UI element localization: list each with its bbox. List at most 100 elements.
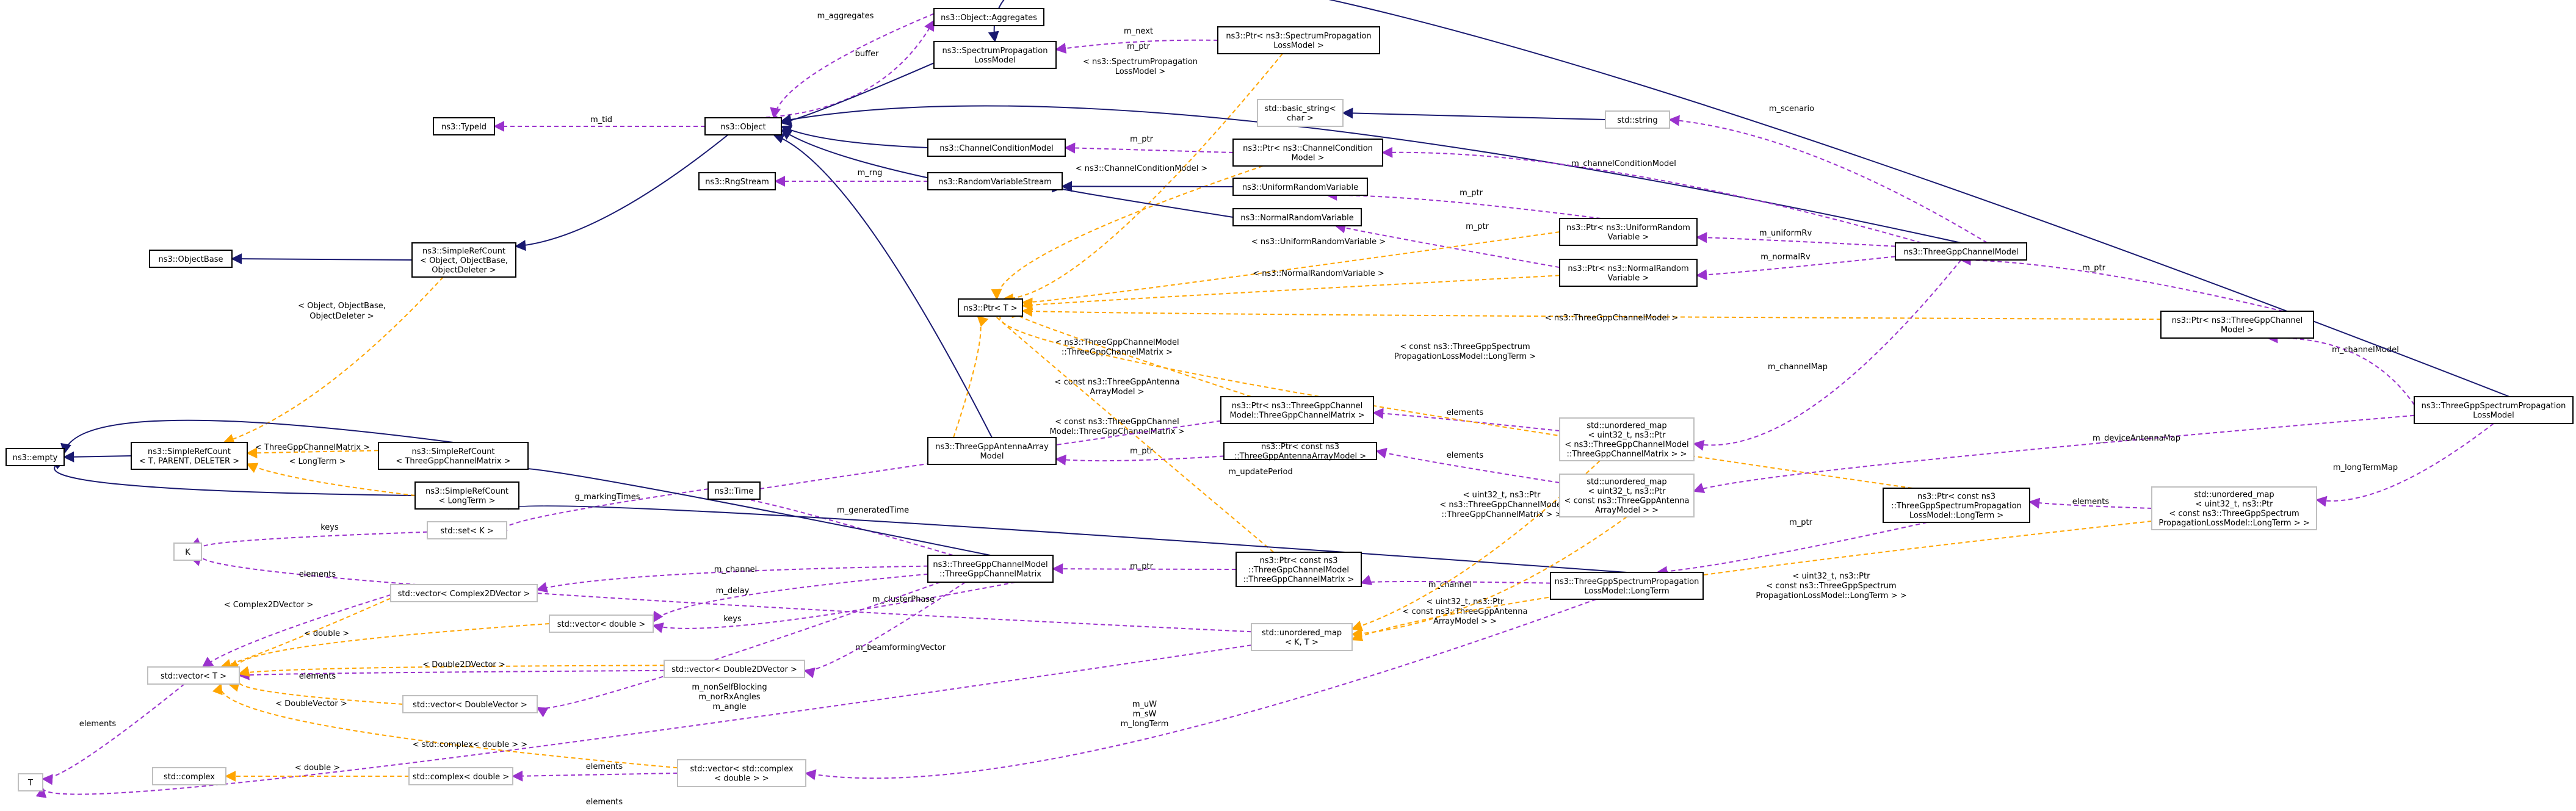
edge-src-empty: [63, 451, 132, 463]
node-stdstring[interactable]: std::string: [1605, 110, 1670, 129]
edge-label: elements: [1447, 408, 1484, 417]
node-label: std::vector< Complex2DVector >: [398, 589, 530, 599]
edge-label: m_ptr: [1130, 447, 1154, 456]
node-box: [927, 172, 1063, 190]
edge-channel2: [1360, 574, 1551, 585]
node-umap1[interactable]: std::unordered_map< uint32_t, ns3::Ptr< …: [1559, 417, 1695, 461]
edge-vT-elem1: [201, 594, 391, 668]
node-time[interactable]: ns3::Time: [707, 481, 761, 500]
node-ptrccm[interactable]: ns3::Ptr< ns3::ChannelConditionModel >: [1232, 139, 1383, 167]
node-stdcomplex[interactable]: std::complex: [152, 767, 226, 785]
node-label: std::unordered_map: [2194, 491, 2274, 500]
node-focus[interactable]: ns3::ThreeGppSpectrumPropagationLossMode…: [2414, 396, 2574, 424]
node-rngstream[interactable]: ns3::RngStream: [698, 172, 776, 190]
node-umap2[interactable]: std::unordered_map< uint32_t, ns3::Ptr< …: [1559, 474, 1695, 517]
node-basicstr[interactable]: std::basic_string<char >: [1257, 99, 1344, 127]
node-label: < uint32_t, ns3::Ptr: [1588, 431, 1666, 440]
edge-label: m_angle: [712, 702, 746, 712]
edge-srccm-empty: [60, 419, 454, 455]
node-label: std::set< K >: [440, 527, 493, 536]
node-ptrcm[interactable]: ns3::Ptr< ns3::ThreeGppChannelModel::Thr…: [1220, 396, 1374, 424]
edge-label: < const ns3::ThreeGppSpectrum: [1400, 342, 1530, 351]
edge-tpl-umapaam: [1351, 516, 1627, 640]
node-cplx[interactable]: std::complex< double >: [408, 767, 513, 785]
node-label: std::string: [1617, 116, 1657, 125]
node-label: ::ThreeGppChannelMatrix > >: [1567, 450, 1687, 459]
node-label: ns3::Time: [715, 487, 754, 496]
node-aggregates[interactable]: ns3::Object::Aggregates: [933, 8, 1044, 26]
node-nrv[interactable]: ns3::NormalRandomVariable: [1232, 208, 1362, 226]
node-srccm[interactable]: ns3::SimpleRefCount< ThreeGppChannelMatr…: [378, 442, 529, 470]
edge-label: m_next: [1124, 27, 1153, 36]
node-typeid[interactable]: ns3::TypeId: [433, 117, 495, 135]
node-cm[interactable]: ns3::ThreeGppChannelModel::ThreeGppChann…: [927, 555, 1054, 583]
node-ptrnrv[interactable]: ns3::Ptr< ns3::NormalRandomVariable >: [1559, 259, 1698, 287]
edge-agg-obj: [770, 13, 935, 119]
edge-ptrtgcm: [1959, 254, 2284, 312]
node-box: [1605, 110, 1670, 129]
node-label: ::ThreeGppAntennaArrayModel >: [1234, 452, 1366, 461]
edge-tpl-dv: [228, 680, 403, 705]
edge-label: m_clusterPhase: [872, 595, 935, 604]
node-ccm[interactable]: ns3::ChannelConditionModel: [927, 139, 1066, 157]
node-umap3[interactable]: std::unordered_map< uint32_t, ns3::Ptr< …: [2151, 486, 2317, 530]
node-srclt[interactable]: ns3::SimpleRefCount< LongTerm >: [414, 481, 519, 510]
node-label: LossModel::LongTerm: [1584, 587, 1669, 596]
node-label: std::vector< Double2DVector >: [671, 665, 797, 674]
edge-tpl-urv: [1021, 231, 1560, 309]
node-ptrtgcm[interactable]: ns3::Ptr< ns3::ThreeGppChannelModel >: [2160, 311, 2314, 339]
node-K[interactable]: K: [173, 542, 202, 561]
node-vdouble[interactable]: std::vector< double >: [549, 615, 654, 633]
node-T[interactable]: T: [18, 773, 43, 791]
node-vT[interactable]: std::vector< T >: [147, 666, 240, 685]
node-label: char >: [1287, 114, 1314, 123]
node-label: ns3::SimpleRefCount: [422, 247, 505, 256]
node-label: LossModel >: [1273, 41, 1324, 51]
node-vcplx[interactable]: std::vector< std::complex< double > >: [677, 759, 806, 787]
node-object[interactable]: ns3::Object: [704, 117, 782, 135]
node-label: ns3::NormalRandomVariable: [1240, 214, 1354, 223]
node-setK[interactable]: std::set< K >: [427, 521, 507, 539]
edge-label: m_deviceAntennaMap: [2093, 434, 2180, 443]
edge-label: m_nonSelfBlocking: [692, 683, 767, 692]
node-ptrlt[interactable]: ns3::Ptr< const ns3::ThreeGppSpectrumPro…: [1883, 488, 2030, 523]
node-box: [664, 660, 805, 678]
edge-aam-obj: [772, 133, 993, 438]
node-empty[interactable]: ns3::empty: [5, 448, 65, 466]
node-srcobj[interactable]: ns3::SimpleRefCount< Object, ObjectBase,…: [411, 242, 516, 278]
node-box: [1217, 26, 1380, 54]
node-lt[interactable]: ns3::ThreeGppSpectrumPropagationLossMode…: [1550, 572, 1704, 600]
node-ptrT[interactable]: ns3::Ptr< T >: [958, 298, 1023, 317]
edge-uw: [805, 599, 1597, 780]
node-label: ns3::Ptr< ns3::ThreeGppChannel: [2172, 316, 2303, 325]
node-urv[interactable]: ns3::UniformRandomVariable: [1232, 178, 1368, 196]
node-label: LossModel: [2473, 411, 2514, 420]
node-ptrccmx[interactable]: ns3::Ptr< const ns3::ThreeGppChannelMode…: [1236, 552, 1362, 587]
node-tgcm[interactable]: ns3::ThreeGppChannelModel: [1895, 242, 2027, 261]
node-vcx2d[interactable]: std::vector< Complex2DVector >: [390, 584, 538, 602]
node-label: PropagationLossModel::LongTerm > >: [2158, 519, 2309, 528]
node-label: ObjectDeleter >: [432, 265, 496, 275]
node-rvs[interactable]: ns3::RandomVariableStream: [927, 172, 1063, 190]
edge-label: m_ptr: [1130, 562, 1154, 571]
node-label: std::vector< DoubleVector >: [413, 701, 527, 710]
node-aam[interactable]: ns3::ThreeGppAntennaArrayModel: [927, 437, 1057, 465]
node-label: std::vector< T >: [161, 672, 226, 681]
node-ptrurv[interactable]: ns3::Ptr< ns3::UniformRandomVariable >: [1559, 218, 1698, 246]
node-objectbase[interactable]: ns3::ObjectBase: [149, 250, 233, 268]
node-label: ns3::ThreeGppChannelModel: [1903, 248, 2018, 257]
node-umapKT[interactable]: std::unordered_map< K, T >: [1251, 623, 1353, 651]
node-box: [1232, 139, 1383, 167]
node-box: [1232, 208, 1362, 226]
edge-label: m_generatedTime: [837, 506, 909, 515]
edge-ptrurv: [1326, 189, 1601, 219]
node-ptrspl[interactable]: ns3::Ptr< ns3::SpectrumPropagationLossMo…: [1217, 26, 1380, 54]
node-ptraam[interactable]: ns3::Ptr< const ns3::ThreeGppAntennaArra…: [1223, 442, 1377, 461]
edge-label: elements: [299, 672, 336, 681]
node-box: [131, 442, 248, 470]
node-srcT[interactable]: ns3::SimpleRefCount< T, PARENT, DELETER …: [131, 442, 248, 470]
node-vd2d[interactable]: std::vector< Double2DVector >: [664, 660, 805, 678]
node-box: [1257, 99, 1344, 127]
node-vdv[interactable]: std::vector< DoubleVector >: [402, 695, 538, 713]
